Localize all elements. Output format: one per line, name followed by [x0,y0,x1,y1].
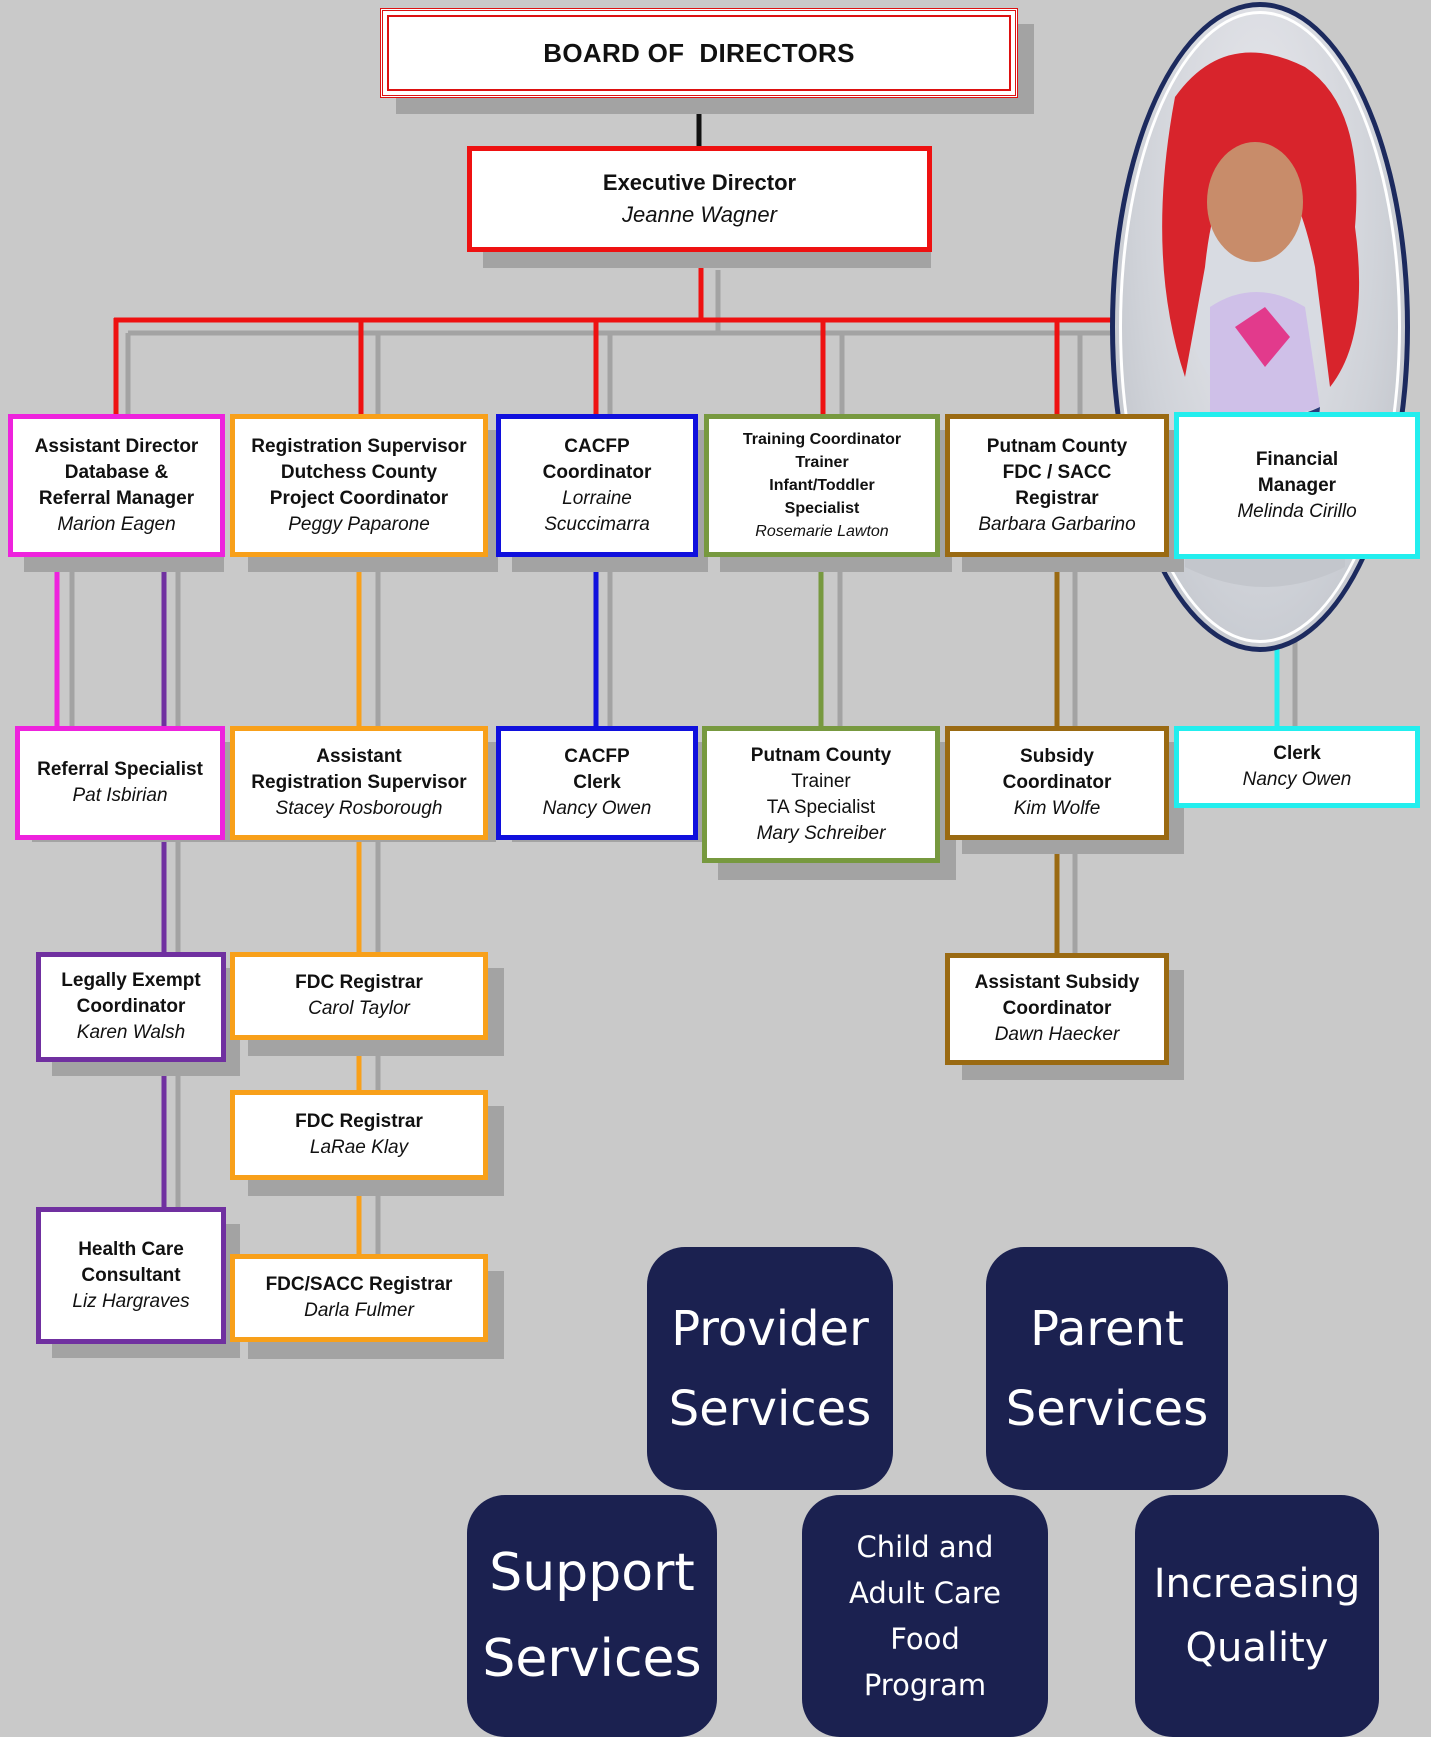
person-name: Peggy Paparone [288,513,430,535]
person-name: Rosemarie Lawton [755,523,889,540]
role-line: Referral Manager [38,487,195,509]
legally-exempt-coordinator-box: Legally Exempt Coordinator Karen Walsh [36,952,226,1062]
person-name: Lorraine [562,487,632,509]
service-line: Support [489,1543,695,1603]
role-line: Financial [1255,448,1339,470]
service-line: Food [890,1622,960,1656]
role-line: CACFP [564,746,630,767]
person-name: LaRae Klay [309,1137,409,1158]
assistant-registration-supervisor-box: Assistant Registration Supervisor Stacey… [230,726,488,840]
role-line: Specialist [784,500,860,517]
role-line: Assistant Director [34,435,199,457]
role-line: Assistant Subsidy [974,972,1140,993]
role-line: Database & [64,461,169,483]
role-line: Health Care [78,1238,184,1260]
person-name: Nancy Owen [542,798,652,819]
service-line: Child and [856,1530,994,1564]
increasing-quality-tile: Increasing Quality [1135,1495,1379,1737]
role-line: Clerk [1273,743,1321,764]
role-line: Coordinator [1002,998,1112,1019]
health-care-consultant-box: Health Care Consultant Liz Hargraves [36,1207,226,1344]
person-name: Melinda Cirillo [1237,500,1357,522]
role-line: Infant/Toddler [769,477,875,494]
referral-specialist-box: Referral Specialist Pat Isbirian [15,726,225,840]
role-line: Manager [1257,474,1337,496]
person-name: Mary Schreiber [756,822,886,844]
role-line: Registration Supervisor [251,435,467,457]
board-of-directors-box: BOARD OF DIRECTORS [380,8,1018,98]
person-name: Barbara Garbarino [978,513,1136,535]
service-line: Quality [1185,1625,1329,1671]
role-line: Registration Supervisor [251,772,467,793]
service-line: Services [668,1380,872,1437]
role-line: FDC / SACC [1002,461,1112,483]
person-name: Nancy Owen [1242,769,1352,790]
role-line: CACFP [564,435,630,457]
role-line: TA Specialist [766,796,876,818]
parent-services-tile: Parent Services [986,1247,1228,1490]
person-name: Karen Walsh [76,1022,186,1043]
training-coordinator-box: Training Coordinator Trainer Infant/Todd… [704,414,940,557]
role-line: Consultant [81,1264,181,1286]
role-line: Putnam County [986,435,1128,457]
service-line: Adult Care [849,1576,1001,1610]
role-line: Trainer [795,454,849,471]
putnam-registrar-box: Putnam County FDC / SACC Registrar Barba… [945,414,1169,557]
role-line: Clerk [573,772,621,793]
person-name: Kim Wolfe [1013,798,1101,819]
service-line: Program [863,1668,987,1702]
executive-director-box: Executive Director Jeanne Wagner [467,146,932,252]
service-line: Services [482,1629,702,1689]
role-line: Assistant [316,746,402,767]
putnam-trainer-box: Putnam County Trainer TA Specialist Mary… [702,726,940,863]
role-line: Registrar [1015,487,1099,509]
role-line: Coordinator [76,996,186,1017]
assistant-director-box: Assistant Director Database & Referral M… [8,414,225,557]
role-line: FDC Registrar [295,1111,423,1132]
provider-services-tile: Provider Services [647,1247,893,1490]
role-line: FDC/SACC Registrar [265,1274,453,1295]
fdc-registrar-box-1: FDC Registrar Carol Taylor [230,952,488,1040]
photo-inner-ring [1119,11,1401,643]
person-name: Marion Eagen [57,513,176,535]
financial-clerk-box: Clerk Nancy Owen [1174,726,1420,808]
role-line: Project Coordinator [269,487,449,509]
financial-manager-box: Financial Manager Melinda Cirillo [1174,412,1420,559]
service-line: Services [1005,1380,1209,1437]
person-name: Darla Fulmer [304,1300,414,1321]
board-title: BOARD OF DIRECTORS [543,37,855,68]
role-line: Dutchess County [280,461,438,483]
fdc-registrar-box-2: FDC Registrar LaRae Klay [230,1090,488,1180]
role-line: Subsidy [1020,746,1094,767]
assistant-subsidy-coordinator-box: Assistant Subsidy Coordinator Dawn Haeck… [945,953,1169,1065]
fdc-sacc-registrar-box: FDC/SACC Registrar Darla Fulmer [230,1254,488,1342]
role-line: Legally Exempt [61,970,201,991]
person-name: Liz Hargraves [72,1290,190,1312]
child-adult-care-food-program-tile: Child and Adult Care Food Program [802,1495,1048,1737]
service-line: Increasing [1153,1561,1361,1607]
service-line: Parent [1030,1300,1184,1357]
role-line: Coordinator [1002,772,1112,793]
role-line: Coordinator [542,461,652,483]
person-name: Pat Isbirian [72,785,168,806]
cacfp-clerk-box: CACFP Clerk Nancy Owen [496,726,698,840]
role-line: Referral Specialist [37,759,203,780]
person-name: Dawn Haecker [994,1024,1120,1045]
role-line: FDC Registrar [295,972,423,993]
executive-title: Executive Director [602,170,797,195]
person-name: Stacey Rosborough [275,798,443,819]
registration-supervisor-box: Registration Supervisor Dutchess County … [230,414,488,557]
role-line: Putnam County [750,744,892,766]
role-line: Training Coordinator [742,431,902,448]
person-name: Scuccimarra [544,513,650,535]
support-services-tile: Support Services [467,1495,717,1737]
person-name: Carol Taylor [308,998,410,1019]
cacfp-coordinator-box: CACFP Coordinator Lorraine Scuccimarra [496,414,698,557]
service-line: Provider [671,1300,869,1357]
subsidy-coordinator-box: Subsidy Coordinator Kim Wolfe [945,726,1169,840]
executive-name: Jeanne Wagner [622,202,777,227]
role-line: Trainer [791,770,851,792]
